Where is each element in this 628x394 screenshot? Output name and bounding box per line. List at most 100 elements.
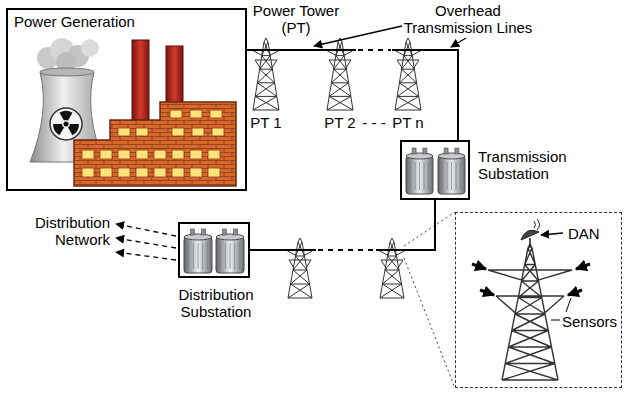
lattice-tower (394, 38, 422, 110)
transformer-icon-part (225, 243, 226, 269)
factory-part-part (208, 150, 220, 159)
tower-number: PT 2 (318, 114, 362, 131)
transformer-icon-part (410, 162, 411, 190)
transformer-icon-part (412, 148, 416, 154)
transformer-icon-part (198, 243, 199, 269)
transformer-icon-part (216, 237, 244, 273)
factory-part-part (118, 150, 130, 159)
lattice-tower (286, 238, 314, 298)
transformer-icon (216, 229, 244, 273)
transformers (184, 148, 465, 273)
leader-arrows-part (116, 238, 176, 248)
leader-arrows-part (551, 320, 560, 321)
transformer-icon (184, 229, 212, 273)
trefoil-core (64, 122, 69, 127)
transformer-icon-part (438, 156, 465, 194)
leader-arrows-part (404, 212, 455, 246)
sensor-arrows (472, 264, 590, 295)
leader-arrows (116, 26, 571, 388)
node-title: Power Generation (14, 13, 135, 30)
factory-part-part (190, 110, 202, 118)
sensor-arrows-part (472, 264, 486, 269)
factory-part-part (192, 128, 204, 136)
transformer-icon-part (447, 162, 448, 190)
factory-part-part (82, 150, 94, 159)
inset-box: DANSensors (455, 212, 622, 388)
radiation-disc (50, 108, 82, 140)
factory-part-part (136, 128, 148, 136)
dan-antenna-part (534, 219, 540, 230)
tower-lattice (378, 238, 406, 298)
factory-part-part (136, 168, 148, 177)
factory-part-part (136, 150, 148, 159)
power-plant-art (30, 38, 236, 186)
factory-part-part (100, 150, 112, 159)
transformer-icon-part (193, 243, 194, 269)
factory-part (82, 110, 224, 177)
transformer-icon-part (220, 243, 221, 269)
tower-number: PT n (386, 114, 430, 131)
leader-arrows-part (451, 38, 466, 47)
sensor-arrows-part (568, 290, 582, 295)
lattice-tower (488, 244, 572, 380)
transformer-icon-part (234, 229, 238, 235)
line-gaps-part (316, 245, 376, 255)
tower-lattice (286, 238, 314, 298)
factory-part-part (82, 168, 94, 177)
tower-number: PT 1 (244, 114, 288, 131)
factory-part-part (172, 128, 184, 136)
leader-arrows-part (314, 26, 402, 46)
generation-box: Power Generation (6, 8, 247, 191)
trefoil-blade (68, 124, 79, 135)
transformer-icon-part (419, 162, 420, 190)
tower-label: Power Tower (PT) (250, 2, 342, 37)
transformer-icon-part (406, 153, 433, 159)
transformer-icon-part (438, 153, 465, 159)
factory-part-part (172, 168, 184, 177)
factory-part-part (190, 168, 202, 177)
transformer-icon-part (460, 162, 461, 190)
transformer-icon-part (423, 148, 427, 154)
transformer-icon-part (216, 234, 244, 240)
dan-antenna (521, 219, 540, 248)
lattice-tower (326, 38, 354, 110)
transformer-icon-part (239, 243, 240, 269)
transformer-icon-part (207, 243, 208, 269)
transformer-icon (438, 148, 465, 194)
transformer-icon-part (202, 229, 206, 235)
tower-lattice (252, 38, 280, 110)
transformer-icon-part (234, 243, 235, 269)
trefoil-blade (53, 124, 64, 135)
factory-part-part (208, 168, 220, 177)
factory-part-part (170, 110, 182, 118)
factory-part-part (154, 150, 166, 159)
transformer-icon-part (444, 148, 448, 154)
ellipsis-mark: - - - (352, 114, 396, 131)
line-gaps-part (356, 45, 392, 55)
transformer-icon-part (184, 237, 212, 273)
transformer-icon-part (184, 234, 212, 240)
factory-part-part (118, 128, 130, 136)
transformer-icon-part (222, 229, 226, 235)
substation-label: Distribution Substation (160, 286, 272, 321)
transformer-icon-part (424, 162, 425, 190)
cooling-tower-rim (40, 68, 94, 76)
factory-part-part (190, 150, 202, 159)
dan-antenna-part (521, 230, 539, 240)
sensor-arrows-part (576, 264, 590, 269)
substation-box: Distribution Substation (178, 222, 250, 278)
radiation-symbol (53, 111, 79, 135)
transformer-icon-part (442, 162, 443, 190)
transformer-icon-part (190, 229, 194, 235)
factory-part-part (212, 128, 224, 136)
factory (74, 40, 236, 186)
network-label: Distribution Network (10, 214, 110, 249)
factory-part-part (172, 150, 184, 159)
substation-label: Transmission Substation (478, 148, 582, 183)
factory-part-part (154, 168, 166, 177)
transformer-icon-part (230, 243, 231, 269)
leader-arrows-part (404, 258, 455, 388)
